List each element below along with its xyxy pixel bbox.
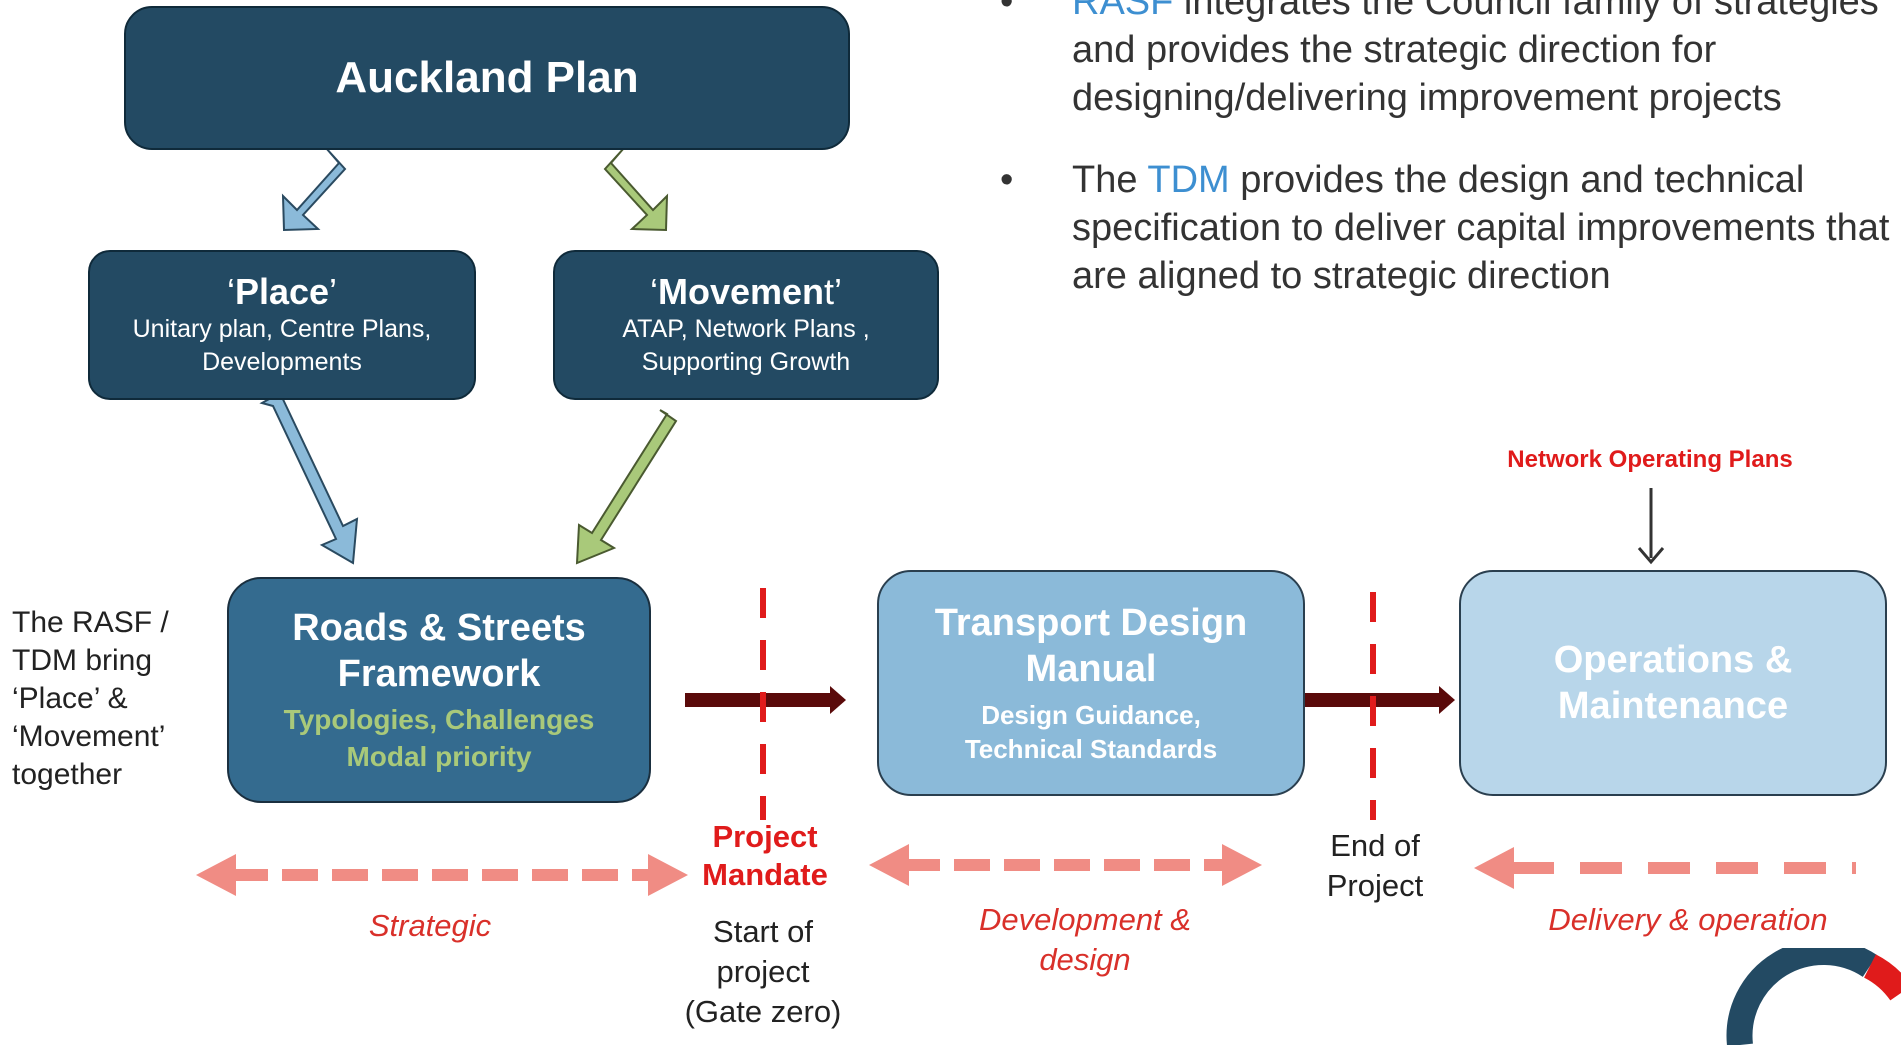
- place-title: ‘Place’: [227, 271, 337, 313]
- auckland-plan-box: Auckland Plan: [124, 6, 850, 150]
- bullet-list: • RASF integrates the Council family of s…: [1000, 0, 1901, 334]
- phase-arrow-strategic: [196, 854, 688, 896]
- arrow-movement-to-rasf: [575, 409, 678, 565]
- movement-subtitle: ATAP, Network Plans , Supporting Growth: [622, 315, 870, 376]
- logo-icon: [1726, 948, 1901, 1045]
- bullet-rasf: • RASF integrates the Council family of s…: [1000, 0, 1901, 122]
- bullet-tdm: • The TDM provides the design and technic…: [1000, 156, 1901, 300]
- arrow-to-place: [281, 147, 347, 232]
- place-title-text: Place: [234, 271, 330, 312]
- arrow-to-movement: [603, 147, 669, 232]
- arrow-place-to-rasf: [259, 391, 359, 565]
- phase-arrow-development: [869, 844, 1262, 886]
- movement-close-quote: t’: [824, 271, 843, 312]
- bullet-prefix: The: [1072, 159, 1148, 201]
- bullet-dot: •: [1000, 0, 1014, 23]
- place-open-quote: ‘: [226, 271, 235, 312]
- arrow-rasf-to-tdm-shaft: [685, 693, 833, 707]
- auckland-plan-title: Auckland Plan: [335, 53, 639, 102]
- movement-title: ‘Movement’: [650, 271, 842, 313]
- ops-title: Operations & Maintenance: [1553, 639, 1793, 727]
- network-operating-plans-label: Network Operating Plans: [1507, 446, 1793, 473]
- arrow-rasf-to-tdm-head: [830, 686, 846, 714]
- phase-arrow-delivery: [1474, 847, 1856, 889]
- arrow-network-plans-head: [1637, 547, 1665, 565]
- tdm-subtitle: Design Guidance, Technical Standards: [964, 700, 1218, 764]
- phase-delivery-label: Delivery & operation: [1548, 902, 1828, 937]
- bullet-dot: •: [1000, 159, 1014, 201]
- movement-open-quote: ‘: [649, 271, 658, 312]
- place-box: ‘Place’ Unitary plan, Centre Plans, Deve…: [88, 250, 476, 400]
- start-of-project-label: Start of project (Gate zero): [684, 914, 842, 1029]
- project-mandate-label: Project Mandate: [702, 819, 828, 892]
- ops-box: Operations & Maintenance: [1459, 570, 1887, 796]
- arrow-tdm-to-ops-head: [1439, 686, 1455, 714]
- movement-title-text: Movemen: [657, 271, 825, 312]
- place-close-quote: ’: [329, 271, 338, 312]
- end-of-project-label: End of Project: [1326, 828, 1424, 903]
- tdm-title: Transport Design Manual: [934, 602, 1248, 690]
- phase-development-label: Development & design: [979, 902, 1191, 977]
- bullet-text: integrates the Council family of strateg…: [1072, 0, 1879, 119]
- bullet-text: provides the design and technical specif…: [1072, 159, 1890, 297]
- side-note: The RASF / TDM bring ‘Place’ & ‘Movement…: [12, 606, 169, 791]
- movement-box: ‘Movement’ ATAP, Network Plans , Support…: [553, 250, 939, 400]
- phase-strategic-label: Strategic: [368, 908, 492, 943]
- tdm-box: Transport Design Manual Design Guidance,…: [877, 570, 1305, 796]
- rasf-box: Roads & Streets Framework Typologies, Ch…: [227, 577, 651, 803]
- tdm-highlight: TDM: [1147, 159, 1230, 201]
- rasf-sub-typologies: Typologies, Challenges: [283, 704, 595, 735]
- rasf-title: Roads & Streets Framework: [292, 607, 586, 695]
- rasf-sub-modal: Modal priority: [346, 741, 532, 772]
- place-subtitle: Unitary plan, Centre Plans, Developments: [132, 315, 432, 376]
- rasf-highlight: RASF: [1072, 0, 1174, 23]
